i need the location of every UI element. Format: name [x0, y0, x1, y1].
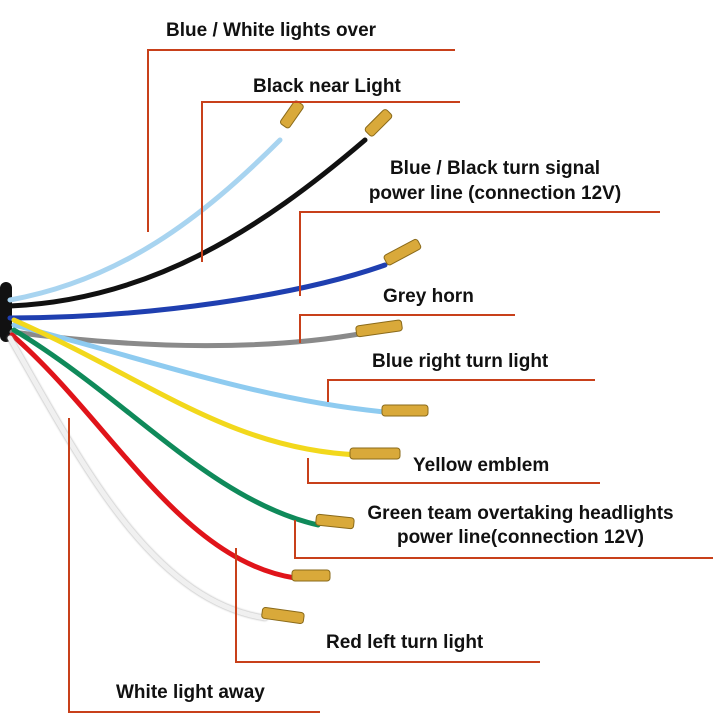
leader-blue-right: [327, 379, 595, 402]
label-blue-black: Blue / Black turn signal power line (con…: [355, 158, 635, 205]
wire-white: [7, 335, 268, 621]
label-white: White light away: [116, 682, 265, 703]
terminals: [261, 100, 429, 624]
label-green-line1: Green team overtaking headlights: [367, 503, 674, 524]
leader-blue-black: [299, 211, 660, 296]
wire-red: [9, 332, 298, 581]
label-yellow: Yellow emblem: [413, 455, 550, 476]
label-blue-white: Blue / White lights over: [166, 20, 377, 41]
cable-sheath: [0, 282, 12, 342]
label-green: Green team overtaking headlights power l…: [348, 503, 693, 549]
terminal-yellow: [349, 447, 401, 460]
terminal-blue-black: [383, 238, 422, 266]
terminal-blue-white: [280, 100, 304, 129]
leader-lines: [68, 49, 713, 713]
label-blue-black-line1: Blue / Black turn signal: [389, 158, 601, 179]
terminal-black: [364, 109, 393, 137]
terminal-green: [315, 513, 355, 530]
leader-white: [68, 418, 320, 713]
wires: [7, 137, 388, 621]
label-blue-right: Blue right turn light: [372, 351, 549, 372]
label-green-line2: power line(connection 12V): [396, 527, 645, 548]
terminal-grey: [355, 319, 403, 338]
label-red: Red left turn light: [326, 632, 484, 653]
label-blue-black-line2: power line (connection 12V): [368, 183, 622, 204]
wire-light-blue: [11, 322, 388, 415]
leader-blue-white: [147, 49, 455, 232]
terminal-red: [291, 569, 331, 582]
terminal-light-blue: [381, 404, 429, 417]
leader-red: [235, 548, 540, 663]
terminal-white: [261, 607, 305, 624]
leader-black: [201, 101, 460, 262]
label-black: Black near Light: [253, 76, 401, 97]
wire-blue-white: [7, 137, 283, 303]
wire-yellow: [11, 317, 363, 458]
wire-green: [11, 327, 321, 528]
leader-green: [294, 520, 713, 559]
leader-yellow: [307, 458, 600, 484]
wire-black: [7, 137, 368, 309]
label-grey: Grey horn: [383, 286, 474, 307]
wire-blue-black: [7, 262, 388, 321]
leader-grey: [299, 314, 515, 343]
